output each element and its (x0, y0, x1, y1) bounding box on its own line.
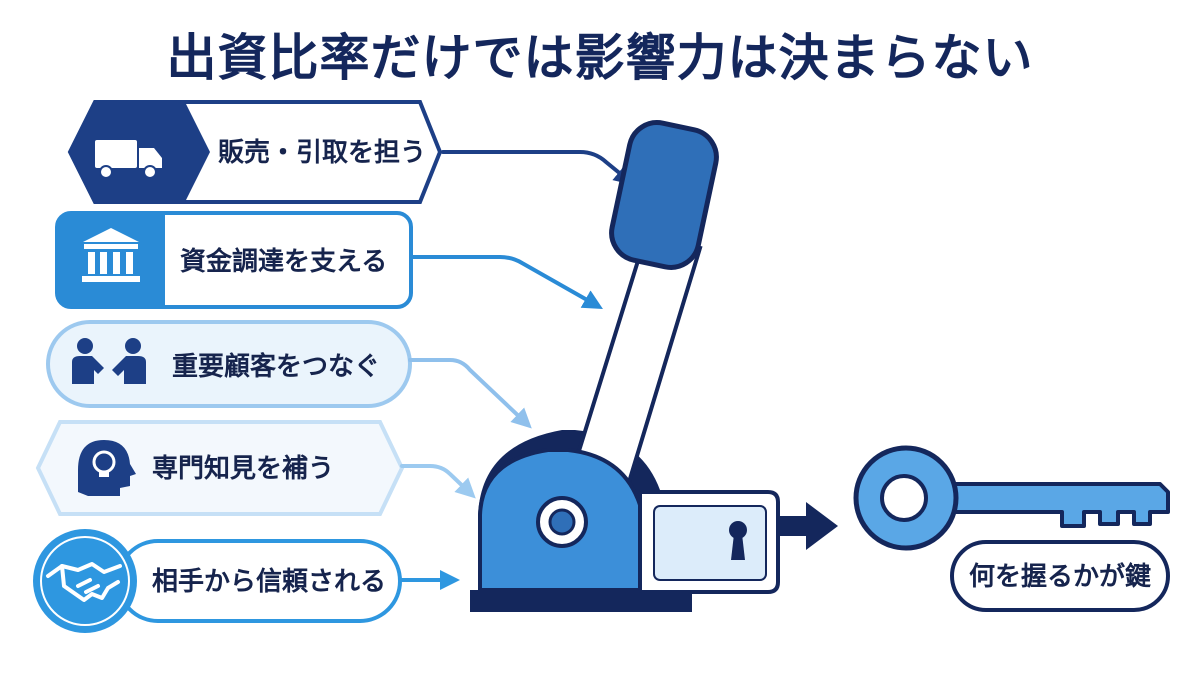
item-label: 専門知見を補う (152, 454, 334, 484)
item-financing: 資金調達を支える (55, 211, 413, 309)
key-icon (853, 445, 1170, 551)
item-expertise: 専門知見を補う (35, 420, 405, 516)
arrow-sales (441, 150, 635, 186)
item-trust: 相手から信頼される (33, 529, 402, 633)
page-title: 出資比率だけでは影響力は決まらない (166, 29, 1034, 87)
arrow-expertise (400, 464, 476, 499)
lever-machine (470, 120, 780, 612)
lightbulb-head-icon (78, 440, 136, 496)
handshake-icon (46, 562, 122, 602)
arrow-customers (408, 358, 532, 429)
lever-handle (609, 120, 719, 270)
arrow-to-key (780, 502, 838, 550)
item-label: 資金調達を支える (180, 246, 387, 277)
lever-base (470, 590, 692, 612)
key-label: 何を握るかが鍵 (969, 561, 1151, 592)
arrow-financing (411, 255, 603, 309)
item-label: 重要顧客をつなぐ (172, 351, 380, 382)
bank-icon (82, 228, 140, 282)
item-key-customers: 重要顧客をつなぐ (46, 320, 412, 408)
item-label: 相手から信頼される (152, 567, 386, 597)
keyhole-icon (729, 521, 747, 560)
truck-icon (95, 140, 162, 179)
connector-arrows (398, 150, 635, 590)
key-label-box: 何を握るかが鍵 (950, 540, 1170, 612)
item-sales-offtake: 販売・引取を担う (67, 100, 443, 204)
people-connect-icon (72, 338, 146, 384)
item-label: 販売・引取を担う (218, 138, 426, 168)
